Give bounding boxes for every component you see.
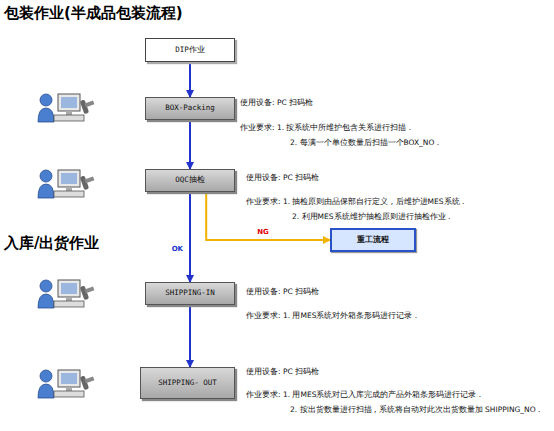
edge-label: NG (256, 228, 270, 236)
note-text: 2. 按出货数量进行扫描 , 系统将自动对此次出货数量加 SHIPPING_NO… (246, 405, 541, 414)
note-text: 使用设备: PC 扫码枪 (246, 287, 319, 296)
box-label: SHIPPING-IN (165, 289, 215, 298)
flow-arrow (189, 120, 191, 169)
edge-label: OK (171, 245, 184, 253)
box-label: BOX-Packing (165, 104, 215, 113)
operator-icon (38, 94, 94, 122)
box-label: SHIPPING- OUT (158, 379, 217, 388)
note-text: 2. 利用MES系统维护抽检原则进行抽检作业 . (292, 212, 450, 221)
page-title: 包装作业(半成品包装流程) (4, 4, 183, 23)
note-text: 作业要求: 1. 用MES系统对外箱条形码进行记录 . (246, 311, 417, 320)
flow-arrow (189, 305, 191, 367)
start-box: DIP作业 (145, 38, 235, 62)
box-label: 重工流程 (357, 235, 389, 244)
note-text: 2. 每满一个单位数量后扫描一个BOX_NO . (290, 138, 439, 147)
process-box: OQC抽检 (145, 169, 235, 192)
operator-icon (38, 170, 94, 198)
flow-arrow (189, 62, 191, 97)
process-box: SHIPPING-IN (145, 282, 235, 305)
box-label: DIP作业 (175, 46, 205, 55)
rework-box: 重工流程 (330, 228, 416, 252)
note-text: 使用设备: PC 扫码枪 (246, 173, 319, 182)
operator-icon (38, 280, 94, 308)
flow-arrow (189, 192, 191, 282)
operator-icon (38, 370, 94, 398)
note-text: 作业要求: 1. 按系统中所维护包含关系进行扫描 . (240, 123, 411, 132)
box-label: OQC抽检 (175, 176, 205, 185)
process-box: BOX-Packing (145, 97, 235, 120)
note-text: 使用设备: PC 扫码枪 (240, 98, 313, 107)
note-text: 作业要求: 1. 抽检原则由品保部自行定义 , 后维护进MES系统 . (246, 197, 464, 206)
note-text: 使用设备: PC 扫码枪 (246, 367, 319, 376)
section-heading: 入库/出货作业 (4, 234, 99, 253)
process-box: SHIPPING- OUT (140, 367, 235, 399)
note-text: 作业要求: 1. 用MES系统对已入库完成的产品外箱条形码进行记录 . (246, 390, 481, 399)
